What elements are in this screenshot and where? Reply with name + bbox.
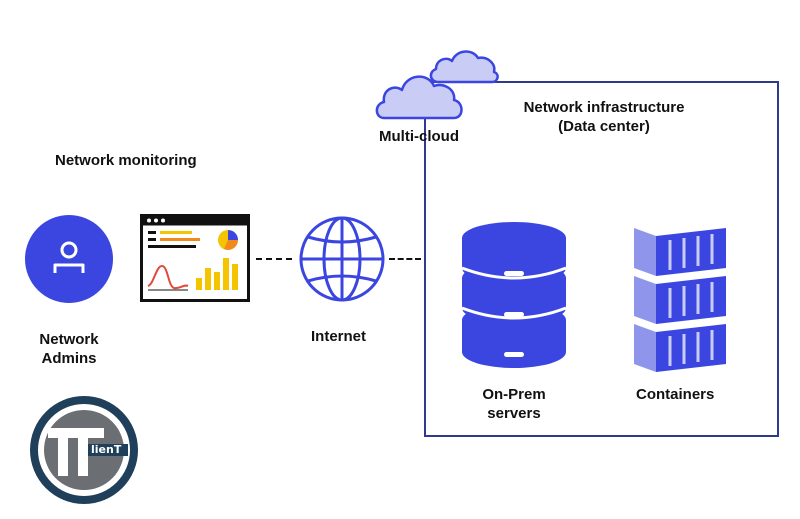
cloud-icon bbox=[374, 44, 500, 122]
admin-icon bbox=[25, 215, 113, 303]
container-stack-icon bbox=[634, 224, 726, 372]
data-center-frame bbox=[424, 81, 779, 437]
globe-icon bbox=[298, 215, 386, 303]
internet-label: Internet bbox=[311, 328, 367, 345]
network-monitoring-label: Network monitoring bbox=[55, 152, 197, 169]
connector-internet-datacenter bbox=[389, 258, 421, 260]
multi-cloud-label: Multi-cloud bbox=[379, 128, 459, 145]
network-admins-label: Network Admins bbox=[39, 331, 99, 367]
brand-logo: lienT bbox=[28, 394, 140, 506]
connector-dashboard-internet bbox=[256, 258, 292, 260]
logo-text: lienT bbox=[91, 443, 122, 456]
database-server-icon bbox=[460, 222, 568, 370]
infrastructure-label: Network infrastructure (Data center) bbox=[523, 99, 685, 135]
monitoring-dashboard-icon bbox=[140, 214, 250, 302]
containers-label: Containers bbox=[636, 386, 715, 403]
on-prem-servers-label: On-Prem servers bbox=[482, 386, 546, 422]
